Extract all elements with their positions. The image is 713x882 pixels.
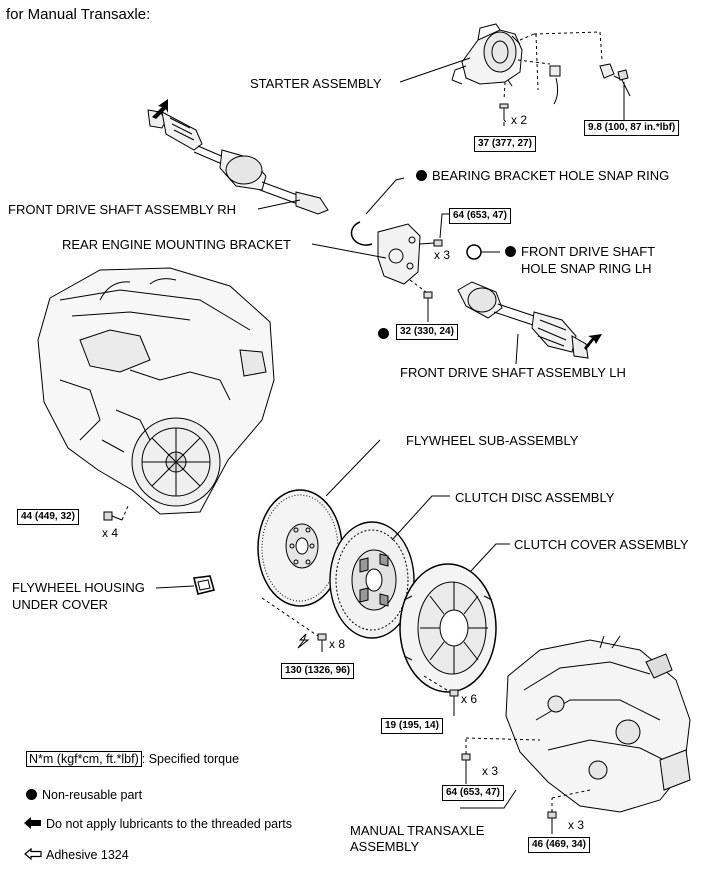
label-clutch-disc: CLUTCH DISC ASSEMBLY (455, 490, 615, 505)
rear-engine-mounting-bracket-drawing (377, 223, 421, 285)
manual-transaxle-drawing (505, 635, 691, 813)
legend-nonreusable: Non-reusable part (26, 788, 142, 803)
torque-flywheel: 130 (1326, 96) (281, 663, 355, 679)
legend-torque-box: N*m (kgf*cm, ft.*lbf) (26, 751, 142, 767)
no-lube-arrow-rh (152, 99, 168, 119)
bearing-snap-ring-text: BEARING BRACKET HOLE SNAP RING (432, 168, 670, 183)
qty-clutch: x 6 (461, 692, 478, 706)
label-front-drive-shaft-rh: FRONT DRIVE SHAFT ASSEMBLY RH (8, 202, 237, 217)
qty-engine: x 4 (102, 526, 119, 540)
qty-starter: x 2 (511, 113, 528, 127)
page-title: for Manual Transaxle: (6, 6, 151, 23)
engine-drawing (37, 267, 275, 515)
legend-no-lube: Do not apply lubricants to the threaded … (24, 817, 292, 832)
legend-nonreusable-text: Non-reusable part (42, 788, 143, 802)
label-manual-transaxle-line2: ASSEMBLY (350, 839, 420, 854)
torque-bracket-bottom-wrap (378, 326, 394, 341)
no-lube-arrow-lh (584, 334, 602, 350)
torque-transaxle-2: 46 (469, 34) (528, 837, 590, 853)
label-rear-engine-mounting-bracket: REAR ENGINE MOUNTING BRACKET (62, 237, 291, 252)
nonreusable-dot-icon (378, 328, 389, 339)
nonreusable-dot-icon (505, 246, 516, 257)
nonreusable-dot-icon (416, 170, 427, 181)
torque-bracket-top: 64 (653, 47) (449, 208, 511, 224)
label-front-drive-shaft-snap-ring-line2: HOLE SNAP RING LH (521, 261, 652, 276)
legend-adhesive: Adhesive 1324 (24, 847, 129, 863)
legend-no-lube-text: Do not apply lubricants to the threaded … (46, 817, 292, 831)
snap-ring-text-line1: FRONT DRIVE SHAFT (521, 244, 656, 259)
torque-bracket-bottom: 32 (330, 24) (396, 324, 458, 340)
flywheel-drawing (257, 489, 343, 607)
torque-clutch-cover: 19 (195, 14) (381, 718, 443, 734)
solid-arrow-icon (24, 817, 41, 829)
clutch-disc-drawing (329, 521, 415, 639)
label-front-drive-shaft-lh: FRONT DRIVE SHAFT ASSEMBLY LH (400, 365, 626, 380)
label-clutch-cover: CLUTCH COVER ASSEMBLY (514, 537, 689, 552)
qty-transaxle-1: x 3 (482, 764, 499, 778)
label-flywheel-housing-under-cover-line2: UNDER COVER (12, 597, 109, 612)
front-drive-shaft-lh-drawing (457, 281, 589, 359)
qty-bracket: x 3 (434, 248, 451, 262)
torque-starter-wire: 9.8 (100, 87 in.*lbf) (584, 120, 680, 136)
legend-adhesive-text: Adhesive 1324 (46, 848, 129, 862)
torque-transaxle-1: 64 (653, 47) (442, 785, 504, 801)
torque-starter: 37 (377, 27) (474, 136, 536, 152)
label-bearing-snap-ring: BEARING BRACKET HOLE SNAP RING (416, 168, 669, 183)
label-front-drive-shaft-snap-ring: FRONT DRIVE SHAFT (505, 244, 655, 259)
legend-torque: N*m (kgf*cm, ft.*lbf): Specified torque (26, 751, 240, 767)
qty-transaxle-2: x 3 (568, 818, 585, 832)
qty-flywheel: x 8 (329, 637, 346, 651)
clutch-cover-drawing (399, 563, 497, 693)
legend-torque-text: : Specified torque (141, 752, 240, 766)
starter-assembly-drawing (451, 23, 523, 87)
nonreusable-dot-icon (26, 789, 37, 800)
label-manual-transaxle: MANUAL TRANSAXLE (350, 823, 485, 838)
label-flywheel: FLYWHEEL SUB-ASSEMBLY (406, 433, 579, 448)
label-starter-assembly: STARTER ASSEMBLY (250, 76, 382, 91)
outline-arrow-icon (24, 847, 42, 861)
front-drive-shaft-rh-drawing (147, 109, 329, 215)
label-flywheel-housing-under-cover: FLYWHEEL HOUSING (12, 580, 145, 595)
torque-engine: 44 (449, 32) (17, 509, 79, 525)
